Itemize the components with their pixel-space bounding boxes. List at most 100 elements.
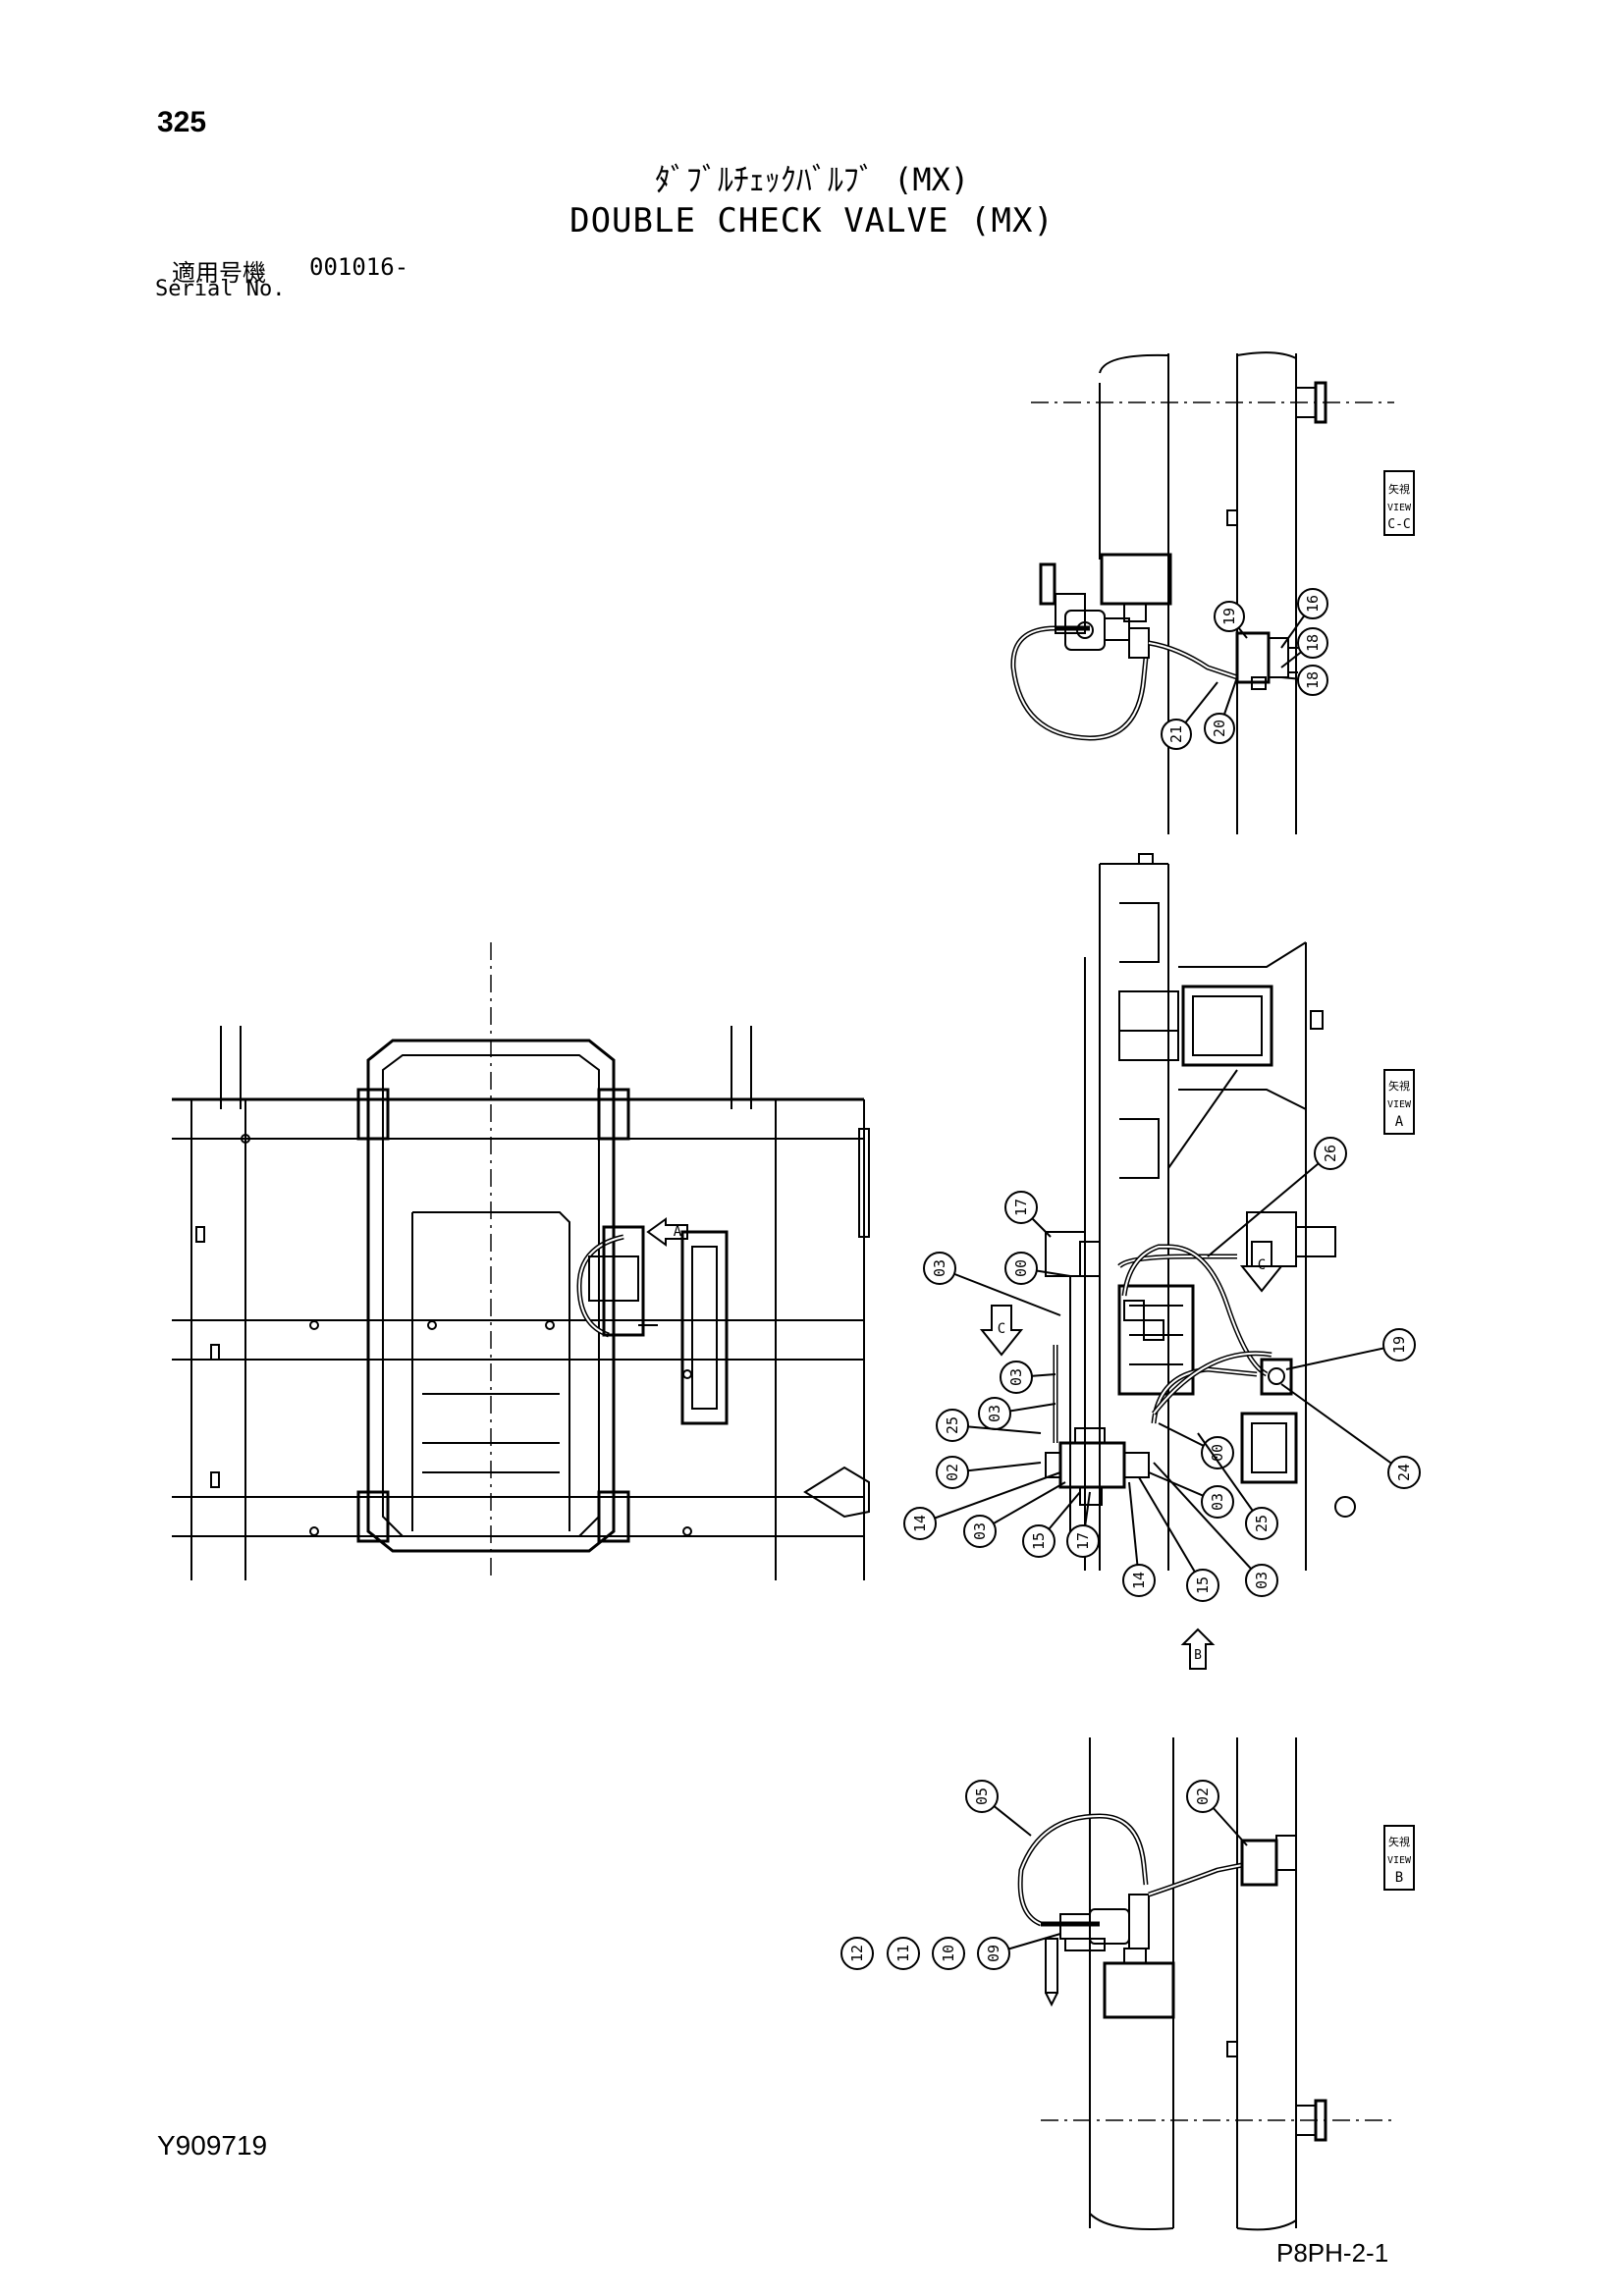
callout-balloon [1000,1361,1033,1394]
callout-number: 03 [986,1405,1003,1422]
arrow-c-right-label: C [1258,1257,1266,1273]
leader-line [1285,1344,1400,1370]
arrow-a: A [646,1217,688,1247]
callout-balloon [1004,1191,1038,1224]
arrow-c-left-label: C [998,1321,1005,1337]
callout-number: 17 [1012,1199,1030,1216]
arrow-b-label: B [1194,1648,1202,1663]
view-b-label: 矢視 VIEW B [1383,1825,1415,1891]
callout-balloon [1214,601,1245,632]
callout-number: 03 [1007,1368,1025,1386]
callout-number: 15 [1030,1532,1048,1550]
callout-balloon [936,1409,969,1442]
callout-balloon [923,1252,956,1285]
callout-number: 15 [1194,1576,1212,1594]
view-cc-label-en: VIEW [1387,503,1412,513]
view-a-label-jp: 矢視 [1388,1079,1410,1093]
callout-balloon [936,1456,969,1489]
view-a-label: 矢視 VIEW A [1383,1069,1415,1135]
view-a-label-en: VIEW [1387,1099,1412,1110]
callout-balloon [1297,665,1328,696]
callout-number: 14 [1130,1572,1148,1589]
callout-balloon [887,1937,920,1970]
callout-number: 25 [1253,1515,1271,1532]
callout-balloon [932,1937,965,1970]
drawing-number: Y909719 [157,2130,268,2161]
callout-balloon [903,1507,937,1540]
callout-number: 19 [1220,608,1238,625]
callout-balloon [965,1780,999,1813]
callout-balloon [1314,1137,1347,1170]
view-cc-label: 矢視 VIEW C-C [1383,470,1415,536]
callout-balloon [1201,1436,1234,1469]
callout-balloon [977,1937,1010,1970]
leader-line [939,1267,1061,1316]
callout-balloon [1387,1456,1421,1489]
callout-balloon [1022,1524,1056,1558]
callout-number: 20 [1211,720,1228,737]
page-code: P8PH-2-1 [1276,2238,1389,2268]
callout-number: 00 [1209,1444,1226,1462]
callout-balloon [1201,1485,1234,1519]
view-cc-letter: C-C [1387,517,1410,532]
serial-label: Serial No. [155,277,286,301]
callout-balloon [1382,1328,1416,1362]
callout-number: 17 [1074,1532,1092,1550]
leader-line [1138,1476,1204,1586]
callout-number: 14 [911,1515,929,1532]
callout-number: 12 [848,1945,866,1962]
callout-balloon [1161,719,1192,750]
callout-number: 10 [940,1945,957,1962]
callout-number: 03 [931,1259,948,1277]
leader-line [1207,1152,1331,1257]
page-title-japanese: ﾀﾞﾌﾞﾙﾁｪｯｸﾊﾞﾙﾌﾞ (MX) [654,161,970,198]
arrow-c-right: C [1239,1241,1284,1293]
callout-balloon [1004,1252,1038,1285]
callout-balloon [1297,627,1328,659]
callout-balloon [1186,1780,1219,1813]
leader-line [1197,1432,1263,1524]
callout-number: 26 [1322,1145,1339,1162]
view-cc-label-jp: 矢視 [1388,482,1410,496]
callout-balloon [1245,1564,1278,1597]
callout-number: 25 [944,1416,961,1434]
callout-balloon [1186,1569,1219,1602]
view-a-drawing [1045,853,1356,1571]
callout-number: 11 [894,1945,912,1962]
callout-balloon [963,1515,997,1548]
callout-number: 24 [1395,1464,1413,1481]
frame-plan-drawing [172,942,870,1580]
callout-number: 21 [1167,725,1185,743]
callout-number: 02 [944,1464,961,1481]
view-b-drawing [1017,1737,1394,2231]
callout-number: 16 [1304,595,1322,613]
callout-balloon [1245,1507,1278,1540]
callout-number: 00 [1012,1259,1030,1277]
serial-label-japanese: 適用号機 [172,259,266,287]
view-b-label-jp: 矢視 [1388,1835,1410,1848]
callout-balloon [1122,1564,1156,1597]
view-b-letter: B [1395,1870,1403,1886]
arrow-c-left: C [979,1305,1024,1357]
page-title: DOUBLE CHECK VALVE (MX) [569,201,1055,240]
leader-line [919,1471,1061,1524]
callout-balloon [840,1937,874,1970]
callout-balloon [1297,588,1328,619]
leader-line [1280,1383,1405,1473]
arrow-a-label: A [674,1224,682,1240]
callout-number: 19 [1390,1336,1408,1354]
callout-number: 03 [1209,1493,1226,1511]
callout-number: 05 [973,1788,991,1805]
serial-value: 001016- [309,253,409,281]
callout-balloon [1066,1524,1100,1558]
callout-number: 18 [1304,671,1322,689]
callout-balloon [1204,713,1235,744]
view-cc-drawing [1010,351,1394,834]
callout-number: 09 [985,1945,1002,1962]
view-b-label-en: VIEW [1387,1855,1412,1866]
view-a-letter: A [1395,1114,1404,1130]
